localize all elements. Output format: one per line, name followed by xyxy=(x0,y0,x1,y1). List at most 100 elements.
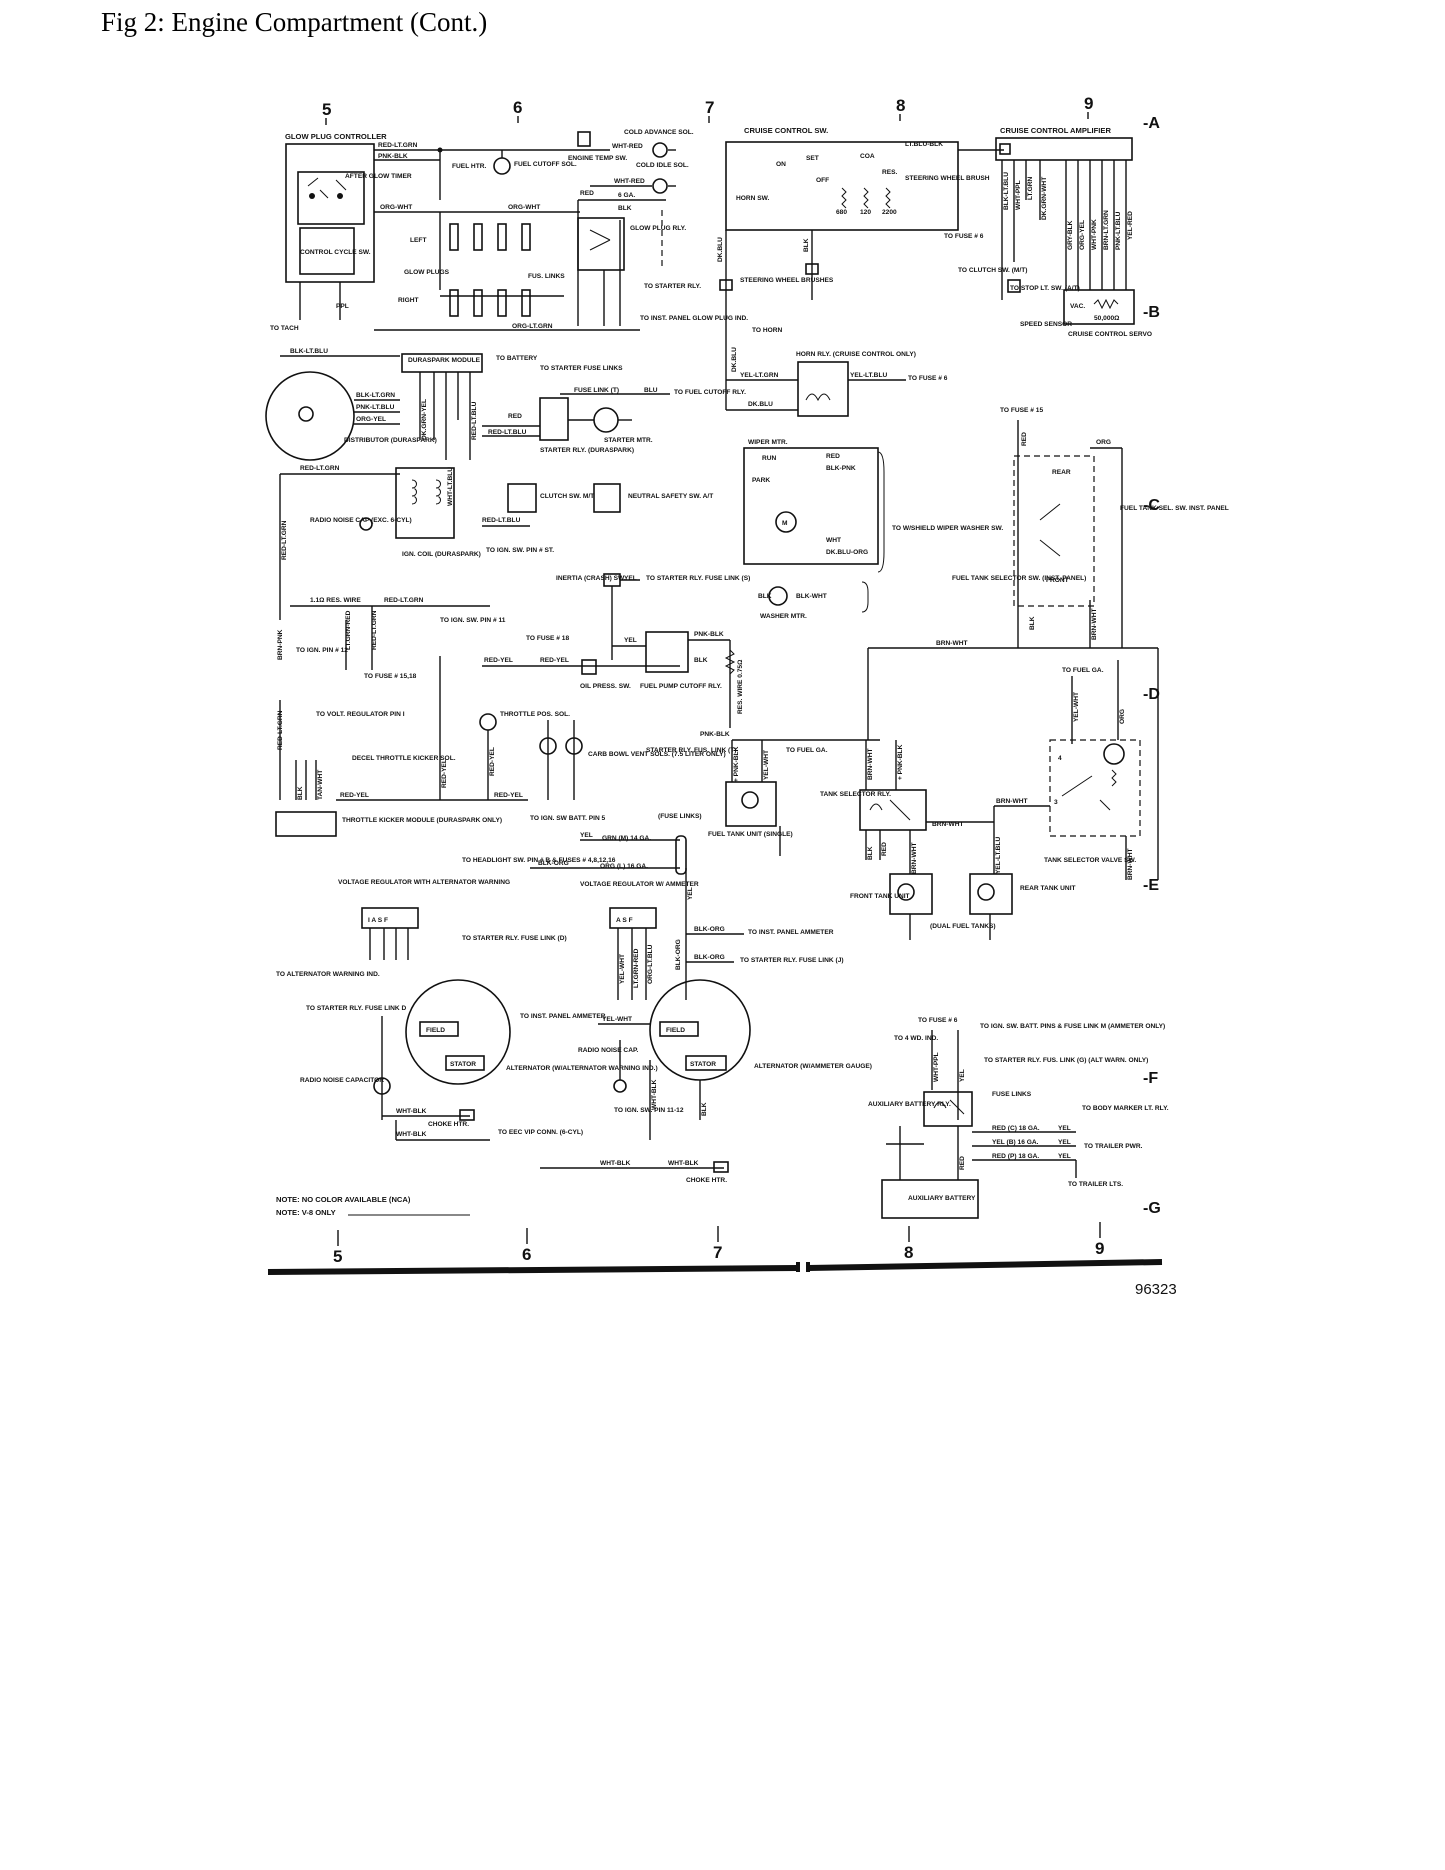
starter-rly-fus-link-t-label: STARTER RLY. FUS. LINK (T) xyxy=(646,747,736,754)
res-wire-section: 1.1Ω RES. WIRE RED-LT.GRN TO IGN. SW. PI… xyxy=(275,597,528,837)
svg-text:BLK: BLK xyxy=(694,657,708,664)
to-fuse-15-18-label: TO FUSE # 15,18 xyxy=(364,673,417,680)
wire-lt-blu-blk: LT.BLU-BLK xyxy=(905,141,943,148)
wire-dk-blu-org: DK.BLU-ORG xyxy=(826,549,868,556)
decel-throttle-kicker-label: DECEL THROTTLE KICKER SOL. xyxy=(352,755,456,762)
wire-pnk-blk-2: PNK-BLK xyxy=(694,631,724,638)
steering-wheel-brushes-label: STEERING WHEEL BRUSHES xyxy=(740,277,834,284)
to-fuse-15-label: TO FUSE # 15 xyxy=(1000,407,1043,414)
wire-yel-lt-blu-v: YEL-LT.BLU xyxy=(995,837,1002,874)
glow-plug-section: GLOW PLUG CONTROLLER AFTER GLOW TIMER CO… xyxy=(285,129,748,331)
inertia-switch-label: INERTIA (CRASH) SW. xyxy=(556,575,626,582)
to-fuse-6b-label: TO FUSE # 6 xyxy=(908,375,948,382)
to-headlight-sw-label: TO HEADLIGHT SW. PIN # B & FUSES # 4,8,1… xyxy=(462,857,616,864)
svg-text:RED-LT.BLU: RED-LT.BLU xyxy=(482,517,521,524)
to-trailer-lts-label: TO TRAILER LTS. xyxy=(1068,1181,1123,1188)
svg-text:PNK-BLK: PNK-BLK xyxy=(700,731,730,738)
to-battery-label: TO BATTERY xyxy=(496,355,538,362)
wire-wht-lt-blu: WHT-LT.BLU xyxy=(447,467,454,506)
wire-wht-blk: WHT-BLK xyxy=(396,1108,427,1115)
column-numbers-top: 5 6 7 8 9 xyxy=(322,94,1093,125)
tank-selector-valve-sw-label: TANK SELECTOR VALVE SW. xyxy=(1044,857,1136,864)
rear-label: REAR xyxy=(1052,469,1071,476)
wire-pnk-lt-blu-2: PNK-LT.BLU xyxy=(356,404,395,411)
row-g: -G xyxy=(1143,1200,1161,1217)
row-e: -E xyxy=(1143,877,1159,894)
col-top-5: 5 xyxy=(322,100,331,119)
to-ign-sw-pin-11-label: TO IGN. SW. PIN # 11 xyxy=(440,617,506,624)
wire-org-l-16ga: ORG (L) 16 GA. xyxy=(600,863,648,870)
tank-selector-rly-label: TANK SELECTOR RLY. xyxy=(820,791,891,798)
svg-text:RED-YEL: RED-YEL xyxy=(494,792,523,799)
wire-red-yel: RED-YEL xyxy=(340,792,369,799)
to-horn-label: TO HORN xyxy=(752,327,783,334)
to-fuse-18-label: TO FUSE # 18 xyxy=(526,635,569,642)
row-f: -F xyxy=(1143,1070,1158,1087)
cruise-control-servo-label: CRUISE CONTROL SERVO xyxy=(1068,331,1152,338)
to-starter-rly-fuse-d2-label: TO STARTER RLY. FUSE LINK D xyxy=(306,1005,406,1012)
svg-text:BLK: BLK xyxy=(1029,616,1036,630)
svg-text:3: 3 xyxy=(1054,799,1058,806)
notes: NOTE: NO COLOR AVAILABLE (NCA) NOTE: V-8… xyxy=(276,1195,470,1217)
svg-text:BLK: BLK xyxy=(803,238,810,252)
field-label-1: FIELD xyxy=(426,1027,445,1034)
svg-text:4: 4 xyxy=(1058,755,1062,762)
fuel-tank-single-section: STARTER RLY. FUS. LINK (T) PNK-BLK + PNK… xyxy=(646,731,880,856)
svg-text:DK.BLU: DK.BLU xyxy=(731,347,738,372)
wire-dk-blu: DK.BLU xyxy=(717,237,724,262)
to-eec-vip-label: TO EEC VIP CONN. (6-CYL) xyxy=(498,1129,583,1136)
coa-label: COA xyxy=(860,153,875,160)
svg-text:YEL: YEL xyxy=(1058,1125,1071,1132)
cruise-control-amplifier-label: CRUISE CONTROL AMPLIFIER xyxy=(1000,126,1111,135)
alt-ammeter-section: VOLTAGE REGULATOR W/ AMMETER A S F YEL-W… xyxy=(520,868,872,1184)
wire-wht-pnk: WHT-PNK xyxy=(1091,219,1098,250)
set-label: SET xyxy=(806,155,819,162)
steering-wheel-brush-label: STEERING WHEEL BRUSH xyxy=(905,175,990,182)
wire-tan-wht: TAN-WHT xyxy=(317,770,324,800)
vac-label: VAC. xyxy=(1070,303,1085,310)
wire-pnk-blk: PNK-BLK xyxy=(378,153,408,160)
glow-plugs-label: GLOW PLUGS xyxy=(404,269,450,276)
to-trailer-pwr-label: TO TRAILER PWR. xyxy=(1084,1143,1143,1150)
svg-text:BLK: BLK xyxy=(758,593,772,600)
wire-yel-lt-blu: YEL-LT.BLU xyxy=(850,372,887,379)
wire-yel-b: YEL (B) 16 GA. xyxy=(992,1139,1039,1146)
neutral-safety-sw-label: NEUTRAL SAFETY SW. A/T xyxy=(628,493,713,500)
starter-mtr-label: STARTER MTR. xyxy=(604,437,653,444)
wire-yel: YEL xyxy=(624,575,637,582)
svg-text:M: M xyxy=(782,520,788,527)
fus-links-label: FUS. LINKS xyxy=(528,273,565,280)
svg-text:DK.BLU: DK.BLU xyxy=(748,401,773,408)
svg-text:BLK: BLK xyxy=(297,786,304,800)
col-bottom-9: 9 xyxy=(1095,1239,1104,1258)
svg-text:YEL: YEL xyxy=(959,1069,966,1082)
svg-text:RED: RED xyxy=(959,1156,966,1170)
to-fuel-ga-b-label: TO FUEL GA. xyxy=(1062,667,1104,674)
svg-text:RED-YEL: RED-YEL xyxy=(484,657,513,664)
wire-yel-wht: YEL-WHT xyxy=(763,750,770,780)
wire-org-lt-grn: ORG-LT.GRN xyxy=(512,323,553,330)
bottom-rule xyxy=(267,1259,1163,1275)
after-glow-timer-label: AFTER GLOW TIMER xyxy=(345,173,412,180)
alt-warning-section: VOLTAGE REGULATOR WITH ALTERNATOR WARNIN… xyxy=(276,879,658,1141)
wire-blk-wht: BLK-WHT xyxy=(796,593,827,600)
run-label: RUN xyxy=(762,455,777,462)
stator-label-1: STATOR xyxy=(450,1061,476,1068)
wire-wht-red: WHT-RED xyxy=(612,143,643,150)
col-bottom-8: 8 xyxy=(904,1243,913,1262)
control-cycle-sw-label: CONTROL CYCLE SW. xyxy=(300,249,371,256)
left-label: LEFT xyxy=(410,237,426,244)
svg-text:BRN-WHT: BRN-WHT xyxy=(932,821,964,828)
wire-red-lt-blu: RED-LT.BLU xyxy=(471,401,478,440)
wire-yel-red: YEL-RED xyxy=(1127,211,1134,240)
col-bottom-5: 5 xyxy=(333,1247,342,1266)
to-4wd-ind-label: TO 4 WD. IND. xyxy=(894,1035,938,1042)
starter-rly-duraspark-label: STARTER RLY. (DURASPARK) xyxy=(540,447,634,454)
svg-text:+ PNK-BLK: + PNK-BLK xyxy=(897,744,904,780)
wire-red-c: RED (C) 18 GA. xyxy=(992,1125,1040,1132)
svg-text:BRN-WHT: BRN-WHT xyxy=(996,798,1028,805)
svg-text:YEL: YEL xyxy=(580,832,593,839)
fuse-links-f-label: FUSE LINKS xyxy=(992,1091,1032,1098)
to-ign-sw-batt-pins-label: TO IGN. SW. BATT. PINS & FUSE LINK M (AM… xyxy=(980,1023,1165,1030)
wire-dk-grn-wht: DK.GRN-WHT xyxy=(1041,177,1048,220)
